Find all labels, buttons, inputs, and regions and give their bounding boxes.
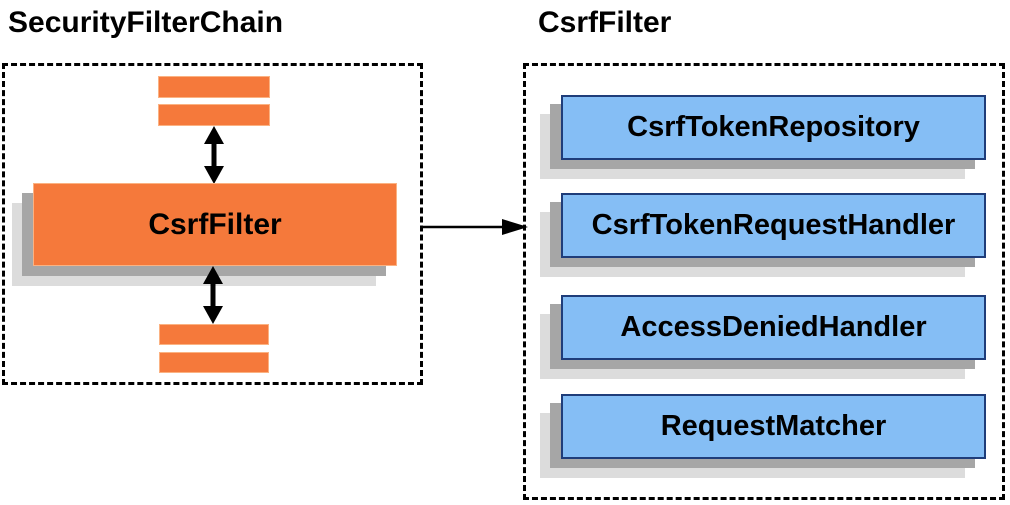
flow-arrow-icon: [423, 219, 528, 235]
bidirectional-arrow-icon: [204, 126, 224, 184]
component-label: AccessDeniedHandler: [561, 295, 986, 360]
security-filter-chain-box: [2, 63, 423, 385]
filter-placeholder-bar: [159, 324, 269, 345]
component-box: CsrfTokenRequestHandler: [540, 193, 986, 277]
component-label: CsrfTokenRepository: [561, 95, 986, 160]
bidirectional-arrow-icon: [203, 266, 223, 324]
filter-placeholder-bar: [159, 352, 269, 373]
csrf-filter-node-label: CsrfFilter: [33, 183, 397, 266]
csrf-filter-node: CsrfFilter: [12, 183, 397, 286]
filter-placeholder-bar: [158, 76, 270, 98]
csrf-filter-title: CsrfFilter: [538, 6, 672, 39]
security-filter-chain-title: SecurityFilterChain: [8, 6, 284, 39]
component-box: RequestMatcher: [540, 394, 986, 478]
filter-placeholder-bar: [158, 104, 270, 126]
component-box: AccessDeniedHandler: [540, 295, 986, 379]
component-box: CsrfTokenRepository: [540, 95, 986, 179]
component-label: RequestMatcher: [561, 394, 986, 459]
component-label: CsrfTokenRequestHandler: [561, 193, 986, 258]
csrf-filter-box: [523, 63, 1005, 500]
